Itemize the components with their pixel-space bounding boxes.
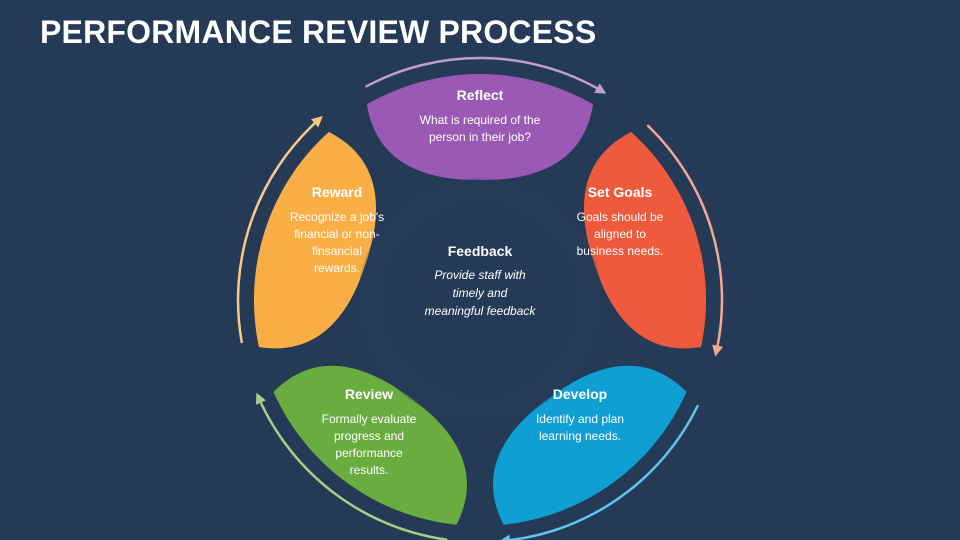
- segment-text-review: Formally evaluate: [322, 412, 417, 426]
- segment-develop: [493, 365, 687, 525]
- segment-text-set-goals: Goals should be: [577, 210, 664, 224]
- segment-text-reflect: person in their job?: [429, 130, 531, 144]
- cycle-arrow: [504, 404, 699, 540]
- cycle-arrow: [257, 397, 448, 540]
- arrowhead-icon: [501, 534, 510, 540]
- segment-text-reflect: What is required of the: [420, 113, 541, 127]
- cycle-segments: [253, 74, 707, 525]
- arrowhead-icon: [712, 344, 723, 357]
- segment-text-set-goals: business needs.: [577, 244, 664, 258]
- cycle-arrows: [236, 56, 724, 540]
- segment-text-set-goals: aligned to: [594, 227, 646, 241]
- feedback-title: Feedback: [448, 243, 513, 259]
- hub-core: [384, 204, 576, 396]
- segment-title-develop: Develop: [553, 386, 607, 402]
- segment-title-set-goals: Set Goals: [588, 184, 653, 200]
- segment-review: [273, 365, 467, 525]
- segment-text-develop: learning needs.: [539, 429, 621, 443]
- segment-text-review: performance: [335, 446, 403, 460]
- segment-text-review: results.: [350, 463, 389, 477]
- feedback-text-line: timely and: [453, 286, 508, 300]
- segment-text-reward: Recognize a job's: [290, 210, 384, 224]
- segment-title-reflect: Reflect: [457, 87, 504, 103]
- cycle-arrow: [646, 124, 724, 352]
- segment-title-review: Review: [345, 386, 393, 402]
- cycle-arrow: [236, 118, 320, 344]
- segment-text-develop: Identify and plan: [536, 412, 624, 426]
- segment-title-reward: Reward: [312, 184, 363, 200]
- feedback-text-line: Provide staff with: [434, 268, 526, 282]
- page-title: PERFORMANCE REVIEW PROCESS: [40, 14, 597, 50]
- feedback-text-line: meaningful feedback: [425, 304, 537, 318]
- cycle-arrow: [365, 56, 603, 92]
- segment-text-reward: rewards.: [314, 261, 360, 275]
- segment-text-reward: finsancial: [312, 244, 362, 258]
- arrowhead-icon: [255, 392, 266, 405]
- segment-reflect: [367, 74, 593, 180]
- arrowhead-icon: [311, 116, 323, 128]
- segment-text-review: progress and: [334, 429, 404, 443]
- segment-set-goals: [583, 132, 707, 349]
- segment-reward: [253, 132, 377, 349]
- arrowhead-icon: [594, 83, 607, 94]
- segment-text-reward: financial or non-: [294, 227, 379, 241]
